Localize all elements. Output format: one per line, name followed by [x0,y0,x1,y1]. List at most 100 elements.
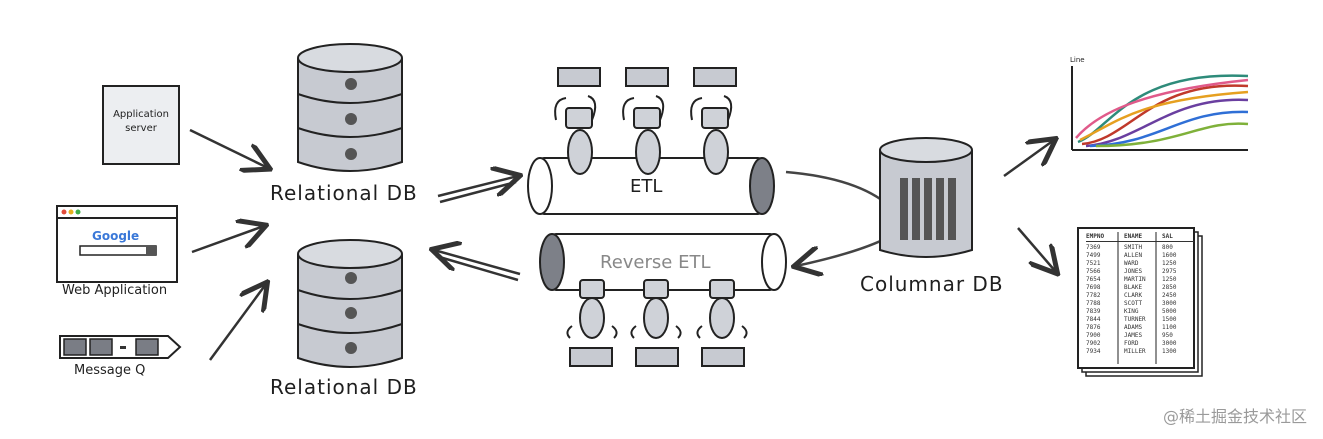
relational-db-top-label: Relational DB [270,181,418,205]
columnar-db-label: Columnar DB [860,272,1004,296]
table-cell: 7654 [1086,276,1101,283]
chart-curve [1085,98,1249,148]
chart-title: Line [1070,56,1085,64]
table-cell: JONES [1124,268,1143,275]
table-row: 7839 KING 5000 [1086,308,1194,316]
web-application-label: Web Application [62,283,168,298]
table-cell: 2450 [1162,292,1177,299]
robot-worker-icon [566,279,618,339]
table-cell: 1250 [1162,260,1177,267]
table-header-row: EMPNO ENAME SAL [1086,233,1194,242]
crate-icon [693,67,737,87]
reverse-etl-workers [566,279,748,367]
google-logo-text: Google [92,229,140,243]
chart-curve [1095,122,1249,148]
table-cell: 7900 [1086,332,1101,339]
robot-worker-icon [690,95,733,175]
table-cell: JAMES [1124,332,1143,339]
browser-min-dot [68,209,74,215]
table-cell: CLARK [1124,292,1143,299]
table-cell: ADAMS [1124,324,1143,331]
crate-icon [701,347,745,367]
table-row: 7900 JAMES 950 [1086,332,1194,340]
table-cell: 7934 [1086,348,1101,355]
output-arrows [1003,140,1056,272]
chart-curve [1075,78,1249,139]
robot-worker-icon [554,95,597,175]
search-button-icon [146,246,156,255]
table-cell: 7876 [1086,324,1101,331]
table-row: 7876 ADAMS 1100 [1086,324,1194,332]
envelope-icon [63,338,87,356]
reverse-etl-pipe [539,233,787,291]
table-cell: 7698 [1086,284,1101,291]
chart-curve [1079,90,1249,142]
browser-close-dot [61,209,67,215]
table-cell: 7499 [1086,252,1101,259]
table-header-cell: EMPNO [1086,233,1105,240]
columnar-db [879,137,973,258]
table-cell: SCOTT [1124,300,1143,307]
reverse-etl-label: Reverse ETL [600,252,711,273]
browser-max-dot [75,209,81,215]
table-cell: 2850 [1162,284,1177,291]
table-cell: 1100 [1162,324,1177,331]
robot-worker-icon [630,279,682,339]
table-cell: 7566 [1086,268,1101,275]
envelope-icon [135,338,159,356]
input-arrows [189,128,268,361]
application-server-label: Application server [113,109,169,134]
etl-workers [554,67,737,175]
table-cell: 1600 [1162,252,1177,259]
envelope-icon [89,338,113,356]
etl-label: ETL [630,176,663,197]
table-cell: 7782 [1086,292,1101,299]
table-row: 7654 MARTIN 1250 [1086,276,1194,284]
table-cell: 3000 [1162,340,1177,347]
table-cell: 950 [1162,332,1173,339]
table-cell: 7839 [1086,308,1101,315]
message-queue-node [59,335,182,359]
table-row: 7782 CLARK 2450 [1086,292,1194,300]
watermark: @稀土掘金技术社区 [1162,407,1307,426]
table-cell: 7788 [1086,300,1101,307]
etl-input-arrow [437,176,518,204]
table-cell: 800 [1162,244,1173,251]
table-row: 7902 FORD 3000 [1086,340,1194,348]
table-cell: 7369 [1086,244,1101,251]
table-cell: MILLER [1124,348,1146,355]
table-cell: WARD [1124,260,1139,267]
table-document [1077,227,1203,377]
chart-curve [1089,110,1249,148]
relational-db-bottom-label: Relational DB [270,375,418,399]
table-cell: 1300 [1162,348,1177,355]
table-cell: 1250 [1162,276,1177,283]
application-server-node [102,85,180,165]
relational-db-bottom [297,239,403,368]
crate-icon [557,67,601,87]
robot-worker-icon [696,279,748,339]
message-q-label: Message Q [74,363,146,378]
table-cell: SMITH [1124,244,1143,251]
line-chart-thumbnail [1071,66,1249,151]
table-row: 7934 MILLER 1300 [1086,348,1194,356]
reverse-etl-output-arrow [434,250,521,282]
table-cell: MARTIN [1124,276,1146,283]
table-cell: 7902 [1086,340,1101,347]
chart-curve [1081,84,1249,146]
table-row: 7369 SMITH 800 [1086,244,1194,252]
table-header-cell: SAL [1162,233,1173,240]
search-box [79,245,157,256]
table-row: 7788 SCOTT 3000 [1086,300,1194,308]
robot-worker-icon [622,95,665,175]
web-application-node [56,205,178,283]
table-cell: FORD [1124,340,1139,347]
table-cell: 5000 [1162,308,1177,315]
table-cell: KING [1124,308,1139,315]
table-cell: 3000 [1162,300,1177,307]
